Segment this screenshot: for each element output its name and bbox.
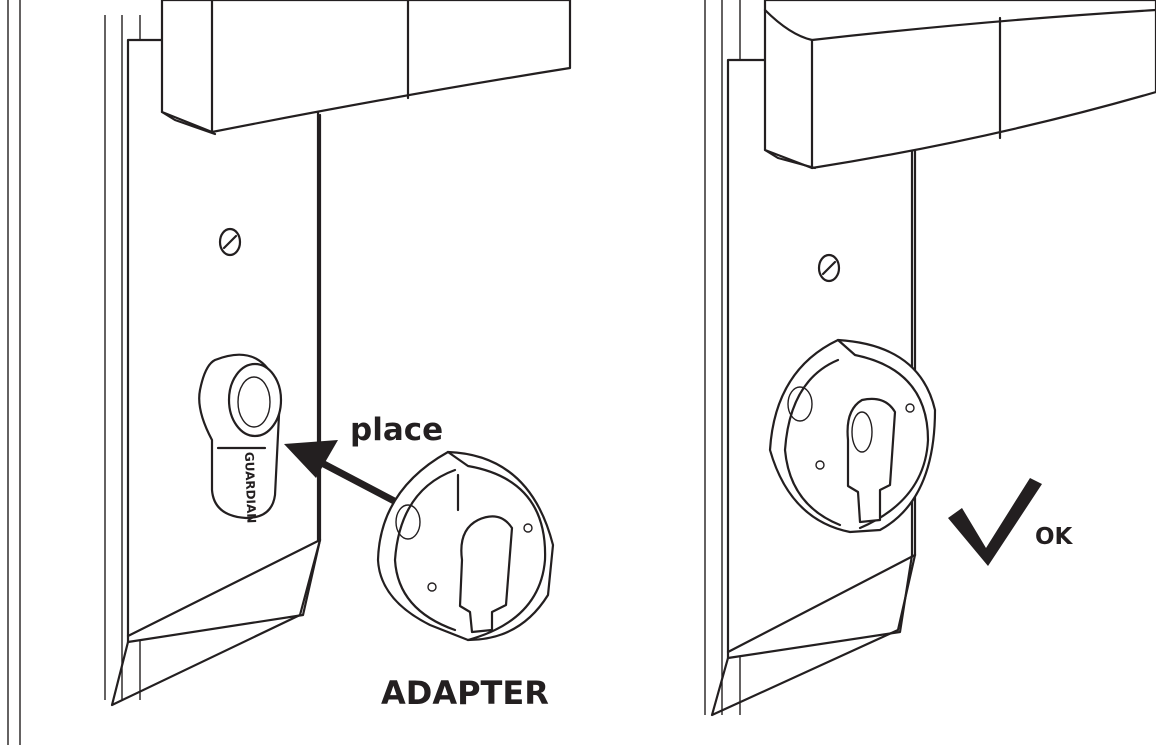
fixing-screw-right xyxy=(817,253,841,283)
place-label: place xyxy=(350,412,443,448)
ok-label: OK xyxy=(1035,524,1074,550)
lock-cylinder: GUARDIAN xyxy=(198,353,283,524)
door-frame-edge xyxy=(7,0,21,745)
adapter-label: ADAPTER xyxy=(381,674,549,712)
fixing-screw-left xyxy=(218,227,242,257)
adapter-ring xyxy=(376,450,555,642)
cylinder-brand-text: GUARDIAN xyxy=(242,452,258,524)
adapter-installed xyxy=(768,338,937,534)
door-handle-right xyxy=(763,0,1156,170)
check-mark-icon xyxy=(948,478,1042,566)
door-handle-left xyxy=(160,0,572,136)
left-panel: GUARDIAN place ADAPTER xyxy=(7,0,572,745)
right-panel: OK xyxy=(704,0,1156,717)
